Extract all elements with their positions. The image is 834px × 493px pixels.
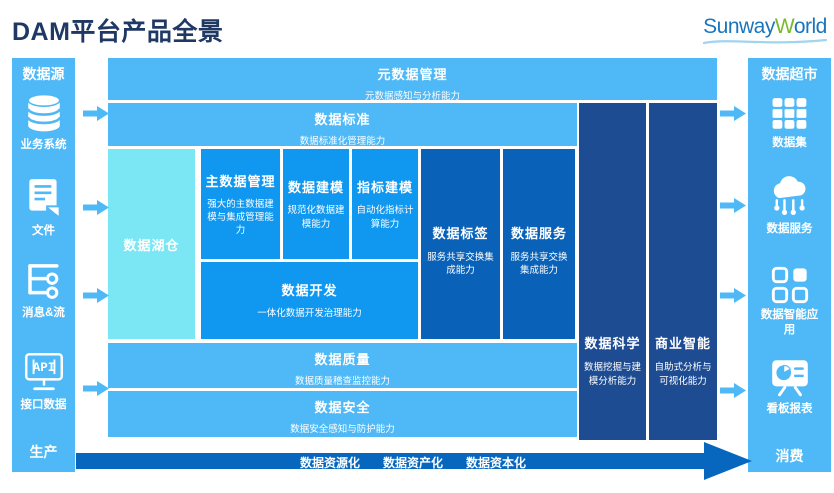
source-item-label: 消息&流 bbox=[22, 307, 65, 319]
market-item-intelligent-apps: 数据智能应用 bbox=[748, 266, 831, 338]
sunwayworld-logo: SunwayWorld bbox=[700, 16, 830, 46]
value-chain-label-asset: 数据资产化 bbox=[382, 456, 443, 470]
block-subtitle: 自助式分析与可视化能力 bbox=[654, 362, 712, 387]
right-sidebar-footer-consumption: 消费 bbox=[775, 448, 804, 464]
block-title: 元数据管理 bbox=[377, 67, 448, 82]
flow-arrow-left-3-icon bbox=[83, 288, 109, 303]
flow-arrow-left-2-icon bbox=[83, 200, 109, 215]
block-data-modeling: 数据建模 规范化数据建模能力 bbox=[283, 149, 349, 259]
block-subtitle: 元数据感知与分析能力 bbox=[364, 91, 460, 102]
block-data-tags: 数据标签 服务共享交换集成能力 bbox=[421, 149, 500, 339]
block-title: 商业智能 bbox=[654, 336, 711, 352]
api-monitor-icon: API bbox=[24, 352, 63, 391]
database-icon bbox=[26, 93, 61, 132]
block-subtitle: 数据质量稽查监控能力 bbox=[294, 376, 390, 387]
block-metadata-management: 元数据管理 元数据感知与分析能力 bbox=[108, 58, 717, 102]
flow-arrow-left-1-icon bbox=[83, 106, 109, 121]
dashboard-board-icon bbox=[771, 360, 808, 397]
block-title: 数据建模 bbox=[287, 180, 344, 196]
flow-arrow-right-1-icon bbox=[720, 106, 746, 121]
dataset-grid-icon bbox=[772, 98, 806, 129]
market-item-dataset: 数据集 bbox=[748, 96, 831, 151]
market-item-data-service: 数据服务 bbox=[748, 176, 831, 237]
block-title: 主数据管理 bbox=[205, 173, 276, 189]
value-chain-label-resource: 数据资源化 bbox=[300, 456, 361, 470]
logo-text: SunwayWorld bbox=[703, 15, 827, 38]
flow-arrow-right-2-icon bbox=[720, 198, 746, 213]
logo-text-w: W bbox=[774, 15, 794, 38]
source-item-label: 文件 bbox=[32, 225, 55, 237]
logo-text-orld: orld bbox=[793, 15, 828, 38]
market-item-label: 数据智能应用 bbox=[760, 309, 819, 336]
block-title: 数据安全 bbox=[314, 400, 371, 415]
apps-icon bbox=[771, 266, 808, 304]
market-item-dashboard-report: 看板报表 bbox=[748, 358, 831, 417]
block-subtitle: 规范化数据建模能力 bbox=[287, 205, 345, 230]
market-item-label: 数据集 bbox=[772, 137, 807, 149]
block-data-standard: 数据标准 数据标准化管理能力 bbox=[108, 103, 577, 147]
block-subtitle: 服务共享交换集成能力 bbox=[510, 251, 568, 276]
flow-arrow-right-3-icon bbox=[720, 288, 746, 303]
block-title: 数据湖仓 bbox=[123, 237, 180, 253]
source-item-label: 业务系统 bbox=[20, 139, 67, 151]
value-chain-label-capital: 数据资本化 bbox=[465, 456, 526, 470]
block-data-quality: 数据质量 数据质量稽查监控能力 bbox=[108, 343, 577, 388]
logo-wave-icon bbox=[702, 38, 828, 45]
block-subtitle: 服务共享交换集成能力 bbox=[427, 251, 494, 276]
page-title: DAM平台产品全景 bbox=[12, 18, 224, 46]
flow-arrow-right-4-icon bbox=[720, 383, 746, 398]
block-metric-modeling: 指标建模 自动化指标计算能力 bbox=[352, 149, 418, 259]
cloud-service-icon bbox=[773, 176, 805, 216]
file-icon bbox=[28, 179, 59, 216]
block-title: 数据科学 bbox=[584, 336, 641, 352]
right-sidebar-header: 数据超市 bbox=[761, 66, 818, 82]
block-data-lakehouse: 数据湖仓 bbox=[108, 149, 195, 339]
block-data-services: 数据服务 服务共享交换集成能力 bbox=[503, 149, 575, 339]
source-item-message-stream: 消息&流 bbox=[12, 260, 75, 321]
block-data-development: 数据开发 一体化数据开发治理能力 bbox=[201, 262, 418, 339]
value-chain-labels: 数据资源化 数据资产化 数据资本化 bbox=[300, 454, 526, 471]
block-subtitle: 数据安全感知与防护能力 bbox=[290, 424, 395, 435]
block-title: 指标建模 bbox=[356, 180, 413, 196]
block-subtitle: 数据标准化管理能力 bbox=[299, 136, 386, 147]
block-title: 数据标准 bbox=[314, 112, 371, 127]
flow-arrow-left-4-icon bbox=[83, 381, 109, 396]
block-subtitle: 数据挖掘与建模分析能力 bbox=[583, 362, 641, 387]
market-item-label: 数据服务 bbox=[766, 223, 813, 235]
source-item-business-system: 业务系统 bbox=[12, 92, 75, 153]
block-master-data-management: 主数据管理 强大的主数据建模与集成管理能力 bbox=[201, 149, 280, 259]
block-subtitle: 强大的主数据建模与集成管理能力 bbox=[207, 198, 274, 237]
block-title: 数据服务 bbox=[510, 225, 567, 241]
block-title: 数据标签 bbox=[432, 225, 489, 241]
block-title: 数据开发 bbox=[281, 283, 338, 299]
block-subtitle: 一体化数据开发治理能力 bbox=[257, 308, 362, 320]
source-item-label: 接口数据 bbox=[20, 399, 67, 411]
logo-text-sunway: Sunway bbox=[703, 15, 775, 38]
block-subtitle: 自动化指标计算能力 bbox=[356, 205, 414, 230]
left-sidebar-footer-production: 生产 bbox=[29, 444, 58, 460]
left-sidebar-data-sources: 数据源 业务系统 文件 bbox=[12, 58, 75, 472]
value-chain-arrow-icon bbox=[76, 442, 752, 480]
source-item-file: 文件 bbox=[12, 176, 75, 239]
block-title: 数据质量 bbox=[314, 352, 371, 367]
market-item-label: 看板报表 bbox=[766, 403, 813, 415]
api-icon-text: API bbox=[32, 361, 55, 375]
right-sidebar-data-market: 数据超市 数据集 bbox=[748, 58, 831, 472]
stream-icon bbox=[27, 264, 59, 299]
block-data-security: 数据安全 数据安全感知与防护能力 bbox=[108, 391, 577, 437]
source-item-api-data: API 接口数据 bbox=[12, 350, 75, 413]
block-business-intelligence: 商业智能 自助式分析与可视化能力 bbox=[649, 103, 717, 440]
block-data-science: 数据科学 数据挖掘与建模分析能力 bbox=[579, 103, 646, 440]
left-sidebar-header: 数据源 bbox=[22, 66, 65, 82]
